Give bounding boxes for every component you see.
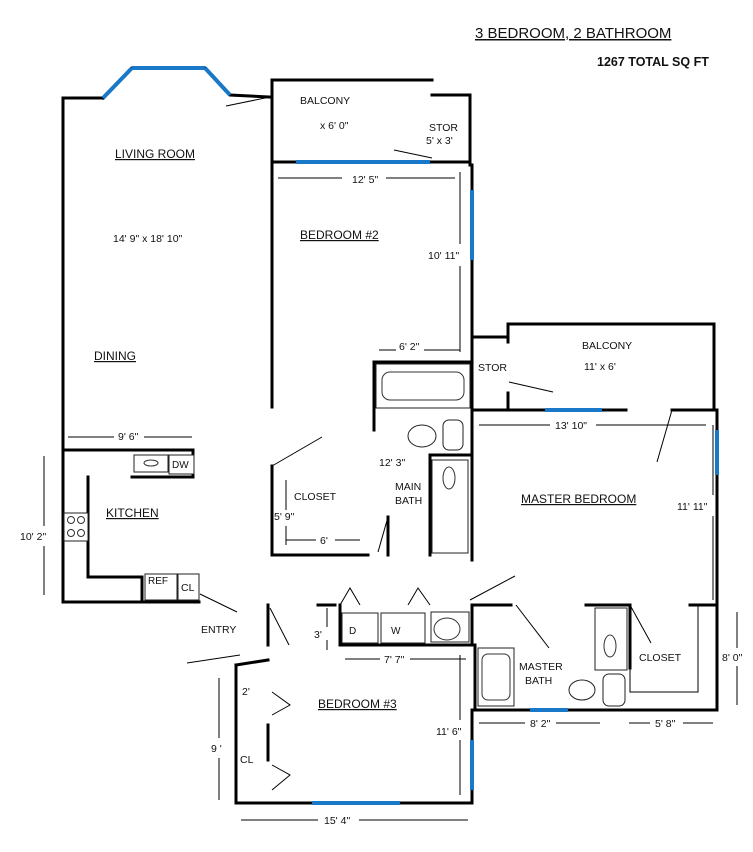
- kitchen-label: KITCHEN: [106, 506, 159, 520]
- total-sq-ft: 1267 TOTAL SQ FT: [597, 55, 709, 69]
- top-balcony-label: BALCONY: [300, 95, 350, 107]
- bedroom-3-closet-depth: 2': [242, 686, 250, 698]
- left-closet-label: CLOSET: [294, 491, 337, 503]
- kitchen-width: 9' 6": [118, 431, 139, 443]
- appliance-boxes: [144, 454, 426, 644]
- bedroom-3-width: 15' 4": [324, 815, 350, 827]
- washer-label: W: [391, 626, 401, 637]
- bath-width: 6' 2": [399, 341, 420, 353]
- dishwasher-label: DW: [172, 460, 189, 471]
- fixtures: [63, 363, 699, 707]
- bedroom-3-depth: 11' 6": [436, 726, 462, 738]
- top-storage-size: 5' x 3': [426, 135, 453, 147]
- bedroom-3-closet-height: 9 ': [211, 743, 222, 755]
- master-closet-height: 8' 0": [722, 652, 743, 664]
- windows: [101, 66, 719, 805]
- kitchen-depth: 10' 2": [20, 531, 46, 543]
- bedroom-2-label: BEDROOM #2: [300, 228, 379, 242]
- master-depth: 11' 11": [677, 501, 708, 513]
- dining-label: DINING: [94, 349, 136, 363]
- bedroom-2-depth: 10' 11": [428, 250, 460, 262]
- right-balcony-label: BALCONY: [582, 340, 632, 352]
- main-bath-label-2: BATH: [395, 495, 422, 507]
- master-bedroom-label: MASTER BEDROOM: [521, 492, 636, 506]
- dryer-label: D: [349, 626, 356, 637]
- right-closet-label: CLOSET: [639, 652, 682, 664]
- master-width: 13' 10": [555, 420, 587, 432]
- bedroom-2-width: 12' 5": [352, 174, 378, 186]
- closet-height: 5' 9": [274, 511, 295, 523]
- mid-storage-label: STOR: [478, 362, 507, 374]
- closet-width: 6': [320, 535, 328, 547]
- right-balcony-size: 11' x 6': [584, 361, 616, 373]
- plan-title: 3 BEDROOM, 2 BATHROOM: [475, 25, 671, 42]
- top-balcony-size: x 6' 0": [320, 120, 349, 132]
- laundry-width: 7' 7": [384, 654, 405, 666]
- master-closet-width: 5' 8": [655, 718, 676, 730]
- entry-label: ENTRY: [201, 624, 236, 636]
- kitchen-closet-label: CL: [181, 582, 195, 594]
- master-bath-label-1: MASTER: [519, 661, 563, 673]
- laundry-depth: 3': [314, 629, 322, 641]
- bedroom-3-label: BEDROOM #3: [318, 697, 397, 711]
- main-bath-label-1: MAIN: [395, 481, 421, 493]
- master-bath-width: 8' 2": [530, 718, 551, 730]
- bedroom-3-closet-label: CL: [240, 754, 254, 766]
- top-storage-label: STOR: [429, 122, 458, 134]
- living-room-size: 14' 9" x 18' 10": [113, 233, 183, 245]
- master-bath-label-2: BATH: [525, 675, 552, 687]
- dimension-lines: [43, 172, 738, 821]
- door-swings: [186, 96, 673, 791]
- living-room-label: LIVING ROOM: [115, 147, 195, 161]
- refrigerator-label: REF: [148, 576, 168, 587]
- hall-length: 12' 3": [379, 457, 405, 469]
